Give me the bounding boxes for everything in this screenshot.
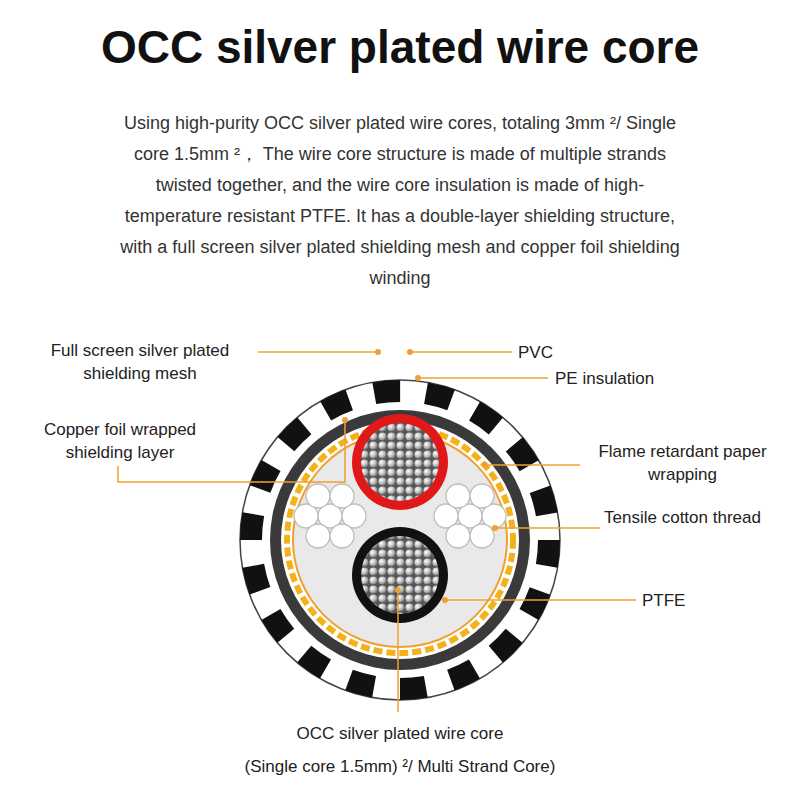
cotton-thread-right (434, 484, 506, 548)
callout-label: Flame retardant paper wrapping (585, 440, 780, 486)
callout-label: Full screen silver plated shielding mesh (30, 339, 250, 385)
callout-label: PTFE (642, 589, 722, 612)
mesh-ground (281, 421, 519, 659)
callout-label: PVC (518, 341, 598, 364)
bottom-label: (Single core 1.5mm) ²/ Multi Strand Core… (150, 755, 650, 778)
callout-label: PE insulation (555, 367, 715, 390)
cotton-thread-left (294, 484, 366, 548)
red-ptfe-insulation (352, 414, 448, 510)
bottom-label: OCC silver plated wire core (200, 722, 600, 745)
black-core-strands (361, 536, 439, 614)
pvc-jacket (240, 380, 560, 700)
black-ptfe-insulation (352, 527, 448, 623)
callout-label: Copper foil wrapped shielding layer (20, 418, 220, 464)
callout-label: Tensile cotton thread (585, 506, 780, 529)
leader-dots (342, 349, 498, 603)
pe-insulation (270, 410, 530, 670)
pvc-pattern (251, 391, 549, 689)
leader-lines (118, 352, 636, 712)
red-core-strands (361, 423, 439, 501)
page-title: OCC silver plated wire core (0, 20, 800, 74)
intro-paragraph: Using high-purity OCC silver plated wire… (110, 108, 690, 294)
